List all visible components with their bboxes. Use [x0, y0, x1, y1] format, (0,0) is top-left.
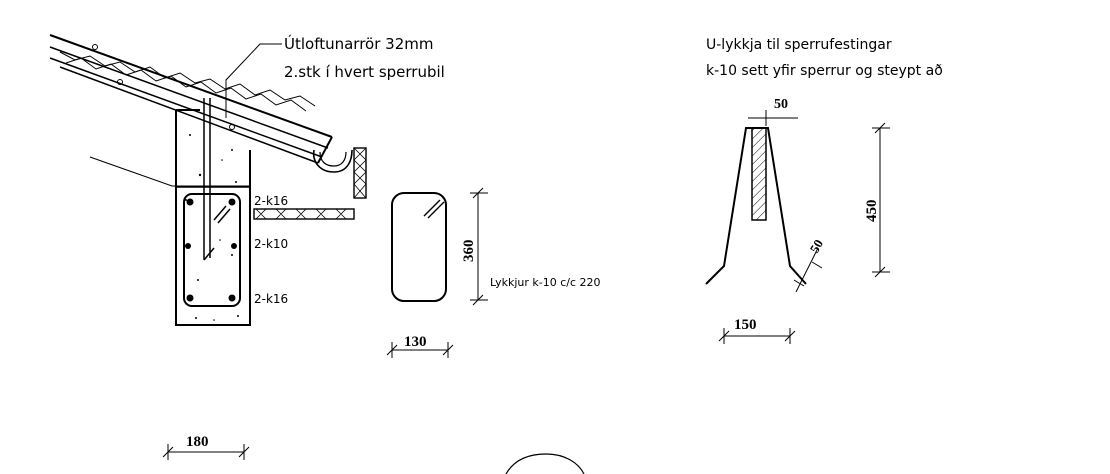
dim-u-loop-leg: 50 [807, 237, 826, 256]
roof-section [49, 34, 367, 220]
dim-u-loop-width: 150 [734, 317, 757, 333]
dim-stirrup-height: 360 [461, 240, 477, 263]
lower-detail [162, 444, 585, 474]
rebar-mid-label: 2-k10 [254, 237, 288, 251]
vent-leader [225, 43, 282, 118]
rebar-bottom-label: 2-k16 [254, 292, 288, 306]
dim-stirrup-width: 130 [404, 334, 427, 350]
stirrup-label: Lykkjur k-10 c/c 220 [490, 276, 601, 289]
dim-u-loop-top: 50 [774, 97, 788, 112]
dim-lower-width: 180 [186, 434, 209, 450]
rebar-top-label: 2-k16 [254, 194, 288, 208]
wall-beam-section [89, 98, 251, 326]
stirrup-detail [386, 187, 488, 358]
u-loop-detail [705, 110, 890, 344]
vent-pipe-label: Útloftunarrör 32mm [284, 34, 433, 53]
u-loop-description: k-10 sett yfir sperrur og steypt að [706, 63, 943, 79]
vent-pipe-count-label: 2.stk í hvert sperrubil [284, 63, 445, 81]
dim-u-loop-height: 450 [864, 200, 880, 223]
u-loop-title: U-lykkja til sperrufestingar [706, 37, 892, 53]
